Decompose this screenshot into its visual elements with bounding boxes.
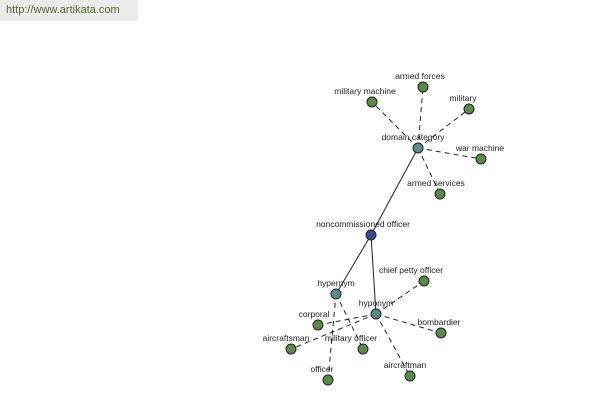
node-label-military-officer[interactable]: military officer [325, 333, 377, 343]
node-chief-petty-officer[interactable] [418, 275, 430, 287]
node-label-noncommissioned-officer[interactable]: noncommissioned officer [316, 219, 410, 229]
edge-hyponym-to-corporal [317, 313, 377, 326]
node-military-officer[interactable] [357, 343, 369, 355]
node-domain-category[interactable] [412, 142, 424, 154]
edge-hyponym-to-chief-petty-officer [375, 280, 425, 315]
node-military[interactable] [463, 103, 475, 115]
node-noncommissioned-officer[interactable] [365, 229, 377, 241]
edge-hyponym-to-bombardier [375, 313, 442, 334]
node-label-officer[interactable]: officer [311, 364, 334, 374]
node-label-war-machine[interactable]: war machine [455, 143, 504, 153]
node-hyponym[interactable] [370, 308, 382, 320]
edge-hypernym-to-military-officer [335, 293, 364, 350]
node-label-corporal[interactable]: corporal [299, 309, 330, 319]
labels-layer: noncommissioned officer domain category hy… [263, 71, 505, 374]
edge-domain-category-to-military-machine [371, 101, 419, 149]
node-label-aircraftsman[interactable]: aircraftsman [263, 333, 310, 343]
node-bombardier[interactable] [435, 327, 447, 339]
site-url-link[interactable]: http://www.artikata.com [6, 4, 120, 16]
edge-domain-category-to-armed-forces [417, 86, 424, 149]
node-corporal[interactable] [312, 319, 324, 331]
node-hypernym[interactable] [330, 288, 342, 300]
node-label-hypernym[interactable]: hypernym [317, 278, 354, 288]
node-armed-services[interactable] [434, 188, 446, 200]
node-label-hyponym[interactable]: hyponym [359, 298, 394, 308]
node-label-military[interactable]: military [450, 93, 478, 103]
node-war-machine[interactable] [475, 153, 487, 165]
node-military-machine[interactable] [366, 96, 378, 108]
node-label-armed-forces[interactable]: armed forces [395, 71, 445, 81]
edge-noncommissioned-officer-to-hyponym [370, 234, 377, 315]
node-officer[interactable] [322, 374, 334, 386]
node-label-aircraftman[interactable]: aircraftman [384, 360, 427, 370]
edge-domain-category-to-military [417, 108, 470, 149]
node-label-bombardier[interactable]: bombardier [418, 317, 461, 327]
node-label-armed-services[interactable]: armed services [407, 178, 465, 188]
edge-hyponym-to-aircraftman [375, 313, 411, 377]
node-aircraftsman[interactable] [285, 343, 297, 355]
node-aircraftman[interactable] [404, 370, 416, 382]
node-label-chief-petty-officer[interactable]: chief petty officer [379, 265, 443, 275]
node-label-military-machine[interactable]: military machine [334, 86, 396, 96]
edge-hyponym-to-aircraftsman [290, 313, 377, 350]
node-armed-forces[interactable] [417, 81, 429, 93]
url-banner: http://www.artikata.com [0, 0, 138, 21]
node-label-domain-category[interactable]: domain category [382, 132, 446, 142]
edge-domain-category-to-war-machine [417, 147, 482, 160]
edge-noncommissioned-officer-to-hypernym [335, 234, 372, 295]
nodes-layer [285, 81, 487, 386]
edge-noncommissioned-officer-to-domain-category [370, 147, 419, 236]
edges-layer [290, 86, 482, 381]
